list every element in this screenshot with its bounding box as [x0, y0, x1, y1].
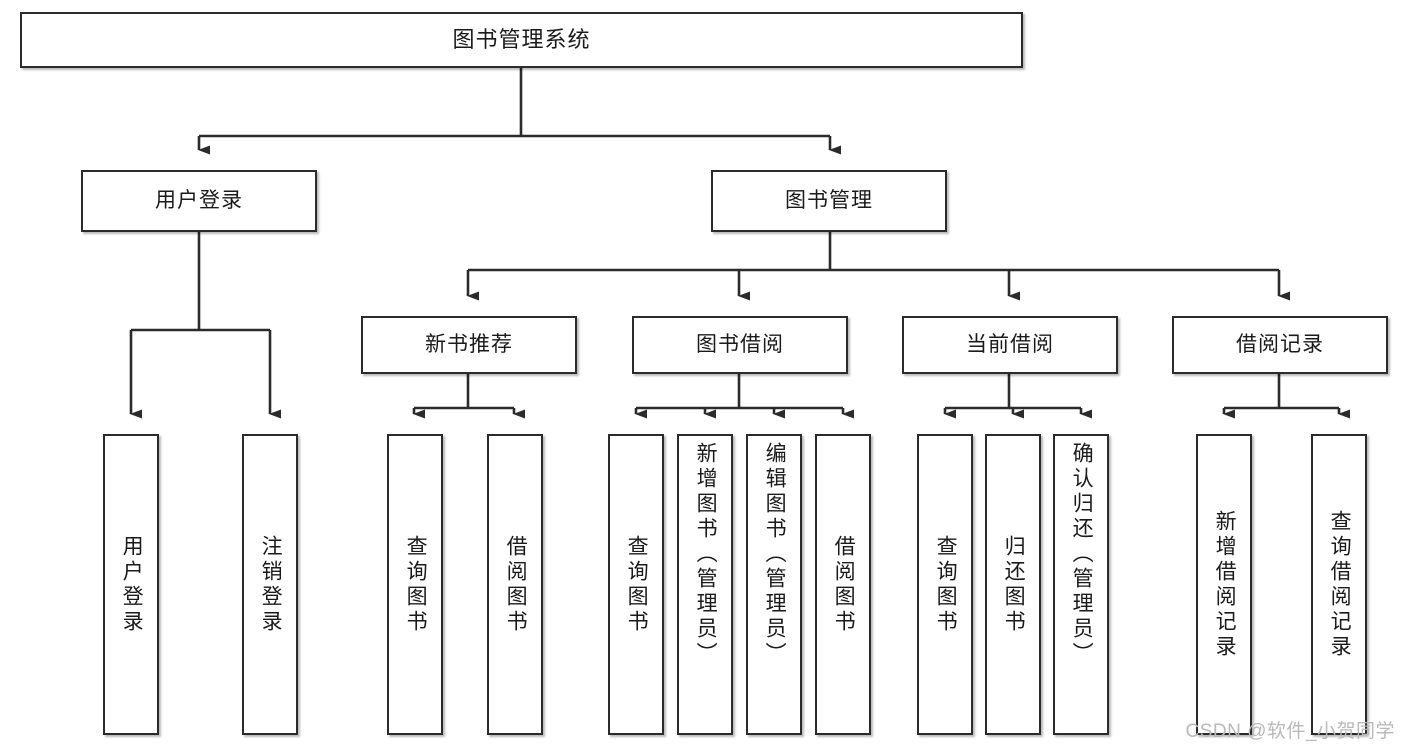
node-book-borrow[interactable]: 图书借阅	[632, 316, 848, 374]
node-leaf-query-book-3[interactable]: 查询图书	[917, 434, 973, 735]
node-leaf-borrow-book-2-label: 借阅图书	[832, 534, 856, 635]
node-leaf-borrow-book-1-label: 借阅图书	[504, 534, 528, 635]
node-current-borrow-label: 当前借阅	[966, 332, 1054, 356]
node-borrow-record[interactable]: 借阅记录	[1172, 316, 1388, 374]
node-leaf-edit-book[interactable]: 编辑图书（管理员）	[746, 434, 802, 735]
node-leaf-query-record-label: 查询借阅记录	[1328, 509, 1352, 660]
node-book-borrow-label: 图书借阅	[696, 332, 784, 356]
node-leaf-logout-label: 注销登录	[259, 534, 283, 635]
node-leaf-add-record-label: 新增借阅记录	[1213, 509, 1237, 660]
node-leaf-add-record[interactable]: 新增借阅记录	[1196, 434, 1252, 735]
node-current-borrow[interactable]: 当前借阅	[902, 316, 1118, 374]
node-leaf-query-book-1[interactable]: 查询图书	[387, 434, 443, 735]
node-book-manage[interactable]: 图书管理	[711, 170, 947, 232]
node-leaf-confirm-return-label: 确认归还（管理员）	[1070, 442, 1094, 667]
node-leaf-return-book[interactable]: 归还图书	[985, 434, 1041, 735]
node-new-book-recommend-label: 新书推荐	[425, 332, 513, 356]
node-root[interactable]: 图书管理系统	[20, 12, 1023, 68]
node-leaf-query-record[interactable]: 查询借阅记录	[1311, 434, 1367, 735]
node-leaf-query-book-1-label: 查询图书	[404, 534, 428, 635]
node-leaf-edit-book-label: 编辑图书（管理员）	[763, 442, 787, 667]
node-leaf-user-login-label: 用户登录	[120, 534, 144, 635]
node-leaf-borrow-book-2[interactable]: 借阅图书	[815, 434, 871, 735]
node-leaf-confirm-return[interactable]: 确认归还（管理员）	[1053, 434, 1109, 735]
node-leaf-add-book-label: 新增图书（管理员）	[694, 442, 718, 667]
node-user-login[interactable]: 用户登录	[81, 170, 317, 232]
node-leaf-logout[interactable]: 注销登录	[242, 434, 298, 735]
node-new-book-recommend[interactable]: 新书推荐	[361, 316, 577, 374]
node-leaf-user-login[interactable]: 用户登录	[103, 434, 159, 735]
node-leaf-borrow-book-1[interactable]: 借阅图书	[487, 434, 543, 735]
node-leaf-query-book-2-label: 查询图书	[625, 534, 649, 635]
node-leaf-query-book-3-label: 查询图书	[934, 534, 958, 635]
node-borrow-record-label: 借阅记录	[1236, 332, 1324, 356]
node-leaf-return-book-label: 归还图书	[1002, 534, 1026, 635]
node-book-manage-label: 图书管理	[785, 188, 873, 212]
node-leaf-add-book[interactable]: 新增图书（管理员）	[677, 434, 733, 735]
node-root-label: 图书管理系统	[452, 27, 591, 53]
node-user-login-label: 用户登录	[155, 188, 243, 212]
node-leaf-query-book-2[interactable]: 查询图书	[608, 434, 664, 735]
